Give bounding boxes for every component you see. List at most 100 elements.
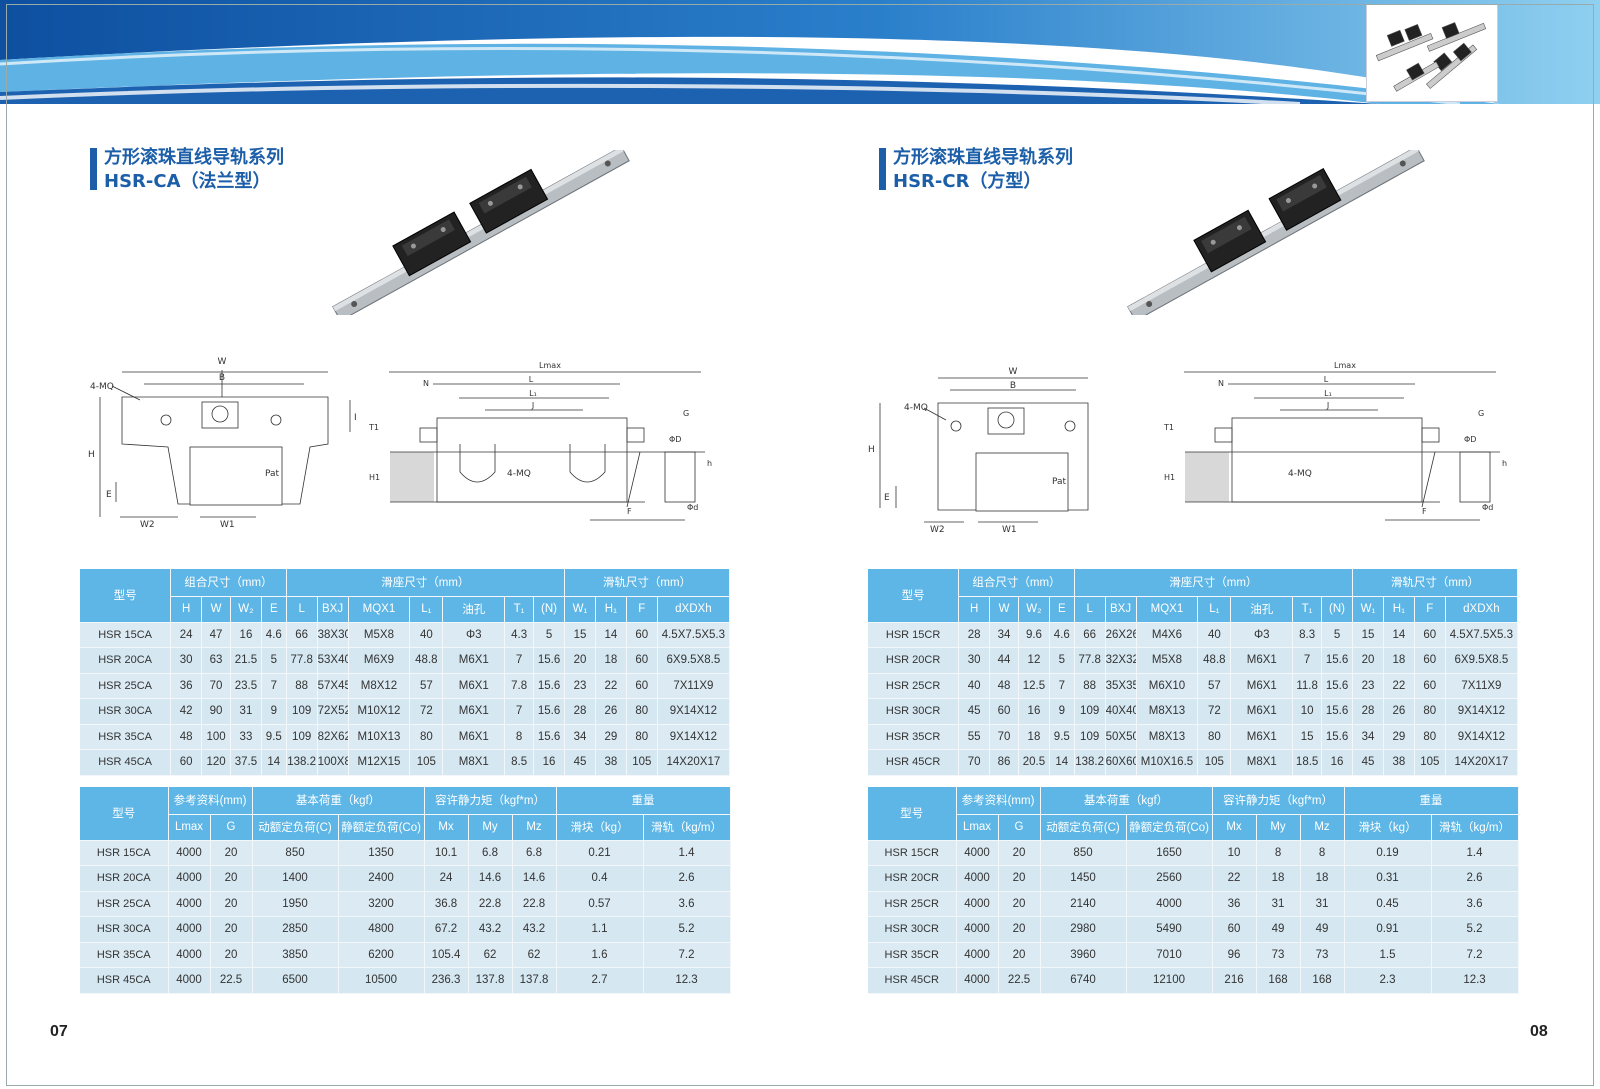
table-cell: M6X10 [1136,673,1199,699]
table-cell: 57 [1197,673,1232,699]
table-cell: 20 [210,891,253,917]
label-4MQ: 4-MQ [507,469,531,479]
dim-W2: W2 [140,520,155,530]
column-header: F [1414,595,1446,623]
dim-W: W [1009,367,1018,377]
table-cell: 23.5 [230,673,262,699]
table-cell: 23 [1352,673,1384,699]
table-cell: M4X6 [1136,622,1199,648]
table-cell: 10 [1292,698,1323,725]
column-header: W₁ [1352,595,1384,623]
column-header: H₁ [595,595,627,623]
model-cell: HSR 25CR [868,891,957,917]
table-cell: 109 [1074,724,1106,750]
right-title-model: HSR-CR（方型） [893,171,1042,192]
right-section-title: 方形滚珠直线导轨系列 HSR-CR（方型） [879,146,1073,194]
group-header: 基本荷重（kgf） [252,787,425,815]
table-cell: 22 [1212,865,1257,892]
table-cell: 62 [512,942,557,968]
right-side-view-drawing: Lmax N L L₁ J G ΦD T1 H1 4-MQ h F Φd [1163,361,1507,521]
table-cell: 40X40 [1105,698,1137,725]
column-header: Lmax [956,813,999,841]
table-cell: 49 [1256,916,1301,943]
model-cell: HSR 25CA [80,891,169,917]
table-cell: 14 [261,749,287,776]
model-header: 型号 [80,569,172,623]
table-cell: 1950 [252,891,339,917]
table-cell: 105 [1414,749,1446,776]
table-cell: 40 [958,673,991,699]
table-cell: 20 [210,865,253,892]
column-header: H [958,595,991,623]
table-cell: 168 [1256,967,1301,994]
table-cell: 10.1 [424,840,469,866]
table-cell: 72X52 [317,698,349,725]
table-cell: 80 [1197,724,1232,750]
table-cell: 7 [1292,647,1323,674]
right-title-cn: 方形滚珠直线导轨系列 [893,147,1073,168]
table-cell: 10500 [338,967,425,994]
table-cell: 5 [261,647,287,674]
table-cell: 4000 [168,840,211,866]
table-cell: 73 [1256,942,1301,968]
table-cell: 26 [1383,698,1415,725]
table-cell: 4000 [168,865,211,892]
column-header: MQX1 [1136,595,1199,623]
dim-H1: H1 [1164,473,1175,482]
table-cell: 34 [1352,724,1384,750]
table-cell: 28 [958,622,991,648]
table-cell: 48.8 [1197,647,1232,674]
table-cell: 88 [1074,673,1106,699]
table-cell: 28 [1352,698,1384,725]
table-cell: 1.4 [643,840,731,866]
table-cell: M6X1 [442,673,506,699]
table-cell: 86 [989,749,1019,776]
group-header: 滑轨尺寸（mm） [564,569,730,597]
header-banner [0,0,1600,104]
table-cell: 2.7 [556,967,644,994]
table-cell: 4000 [168,942,211,968]
label-4MQ: 4-MQ [1288,469,1312,479]
column-header: Mz [512,813,557,841]
model-cell: HSR 30CA [80,916,169,943]
title-accent-bar [879,148,886,190]
table-cell: 5 [1049,647,1075,674]
table-cell: 216 [1212,967,1257,994]
table-cell: 1350 [338,840,425,866]
group-header: 重量 [1344,787,1519,815]
table-cell: M6X1 [442,724,506,750]
model-cell: HSR 15CA [80,840,169,866]
table-cell: 9X14X12 [657,724,731,750]
table-cell: 105.4 [424,942,469,968]
table-cell: 45 [958,698,991,725]
table-cell: 7 [1049,673,1075,699]
table-cell: 16 [1018,698,1050,725]
model-cell: HSR 45CR [868,749,960,776]
column-header: 油孔 [442,595,506,623]
left-side-view-drawing: Lmax N L L₁ J G ΦD T1 H1 4-MQ h F Φd [368,361,712,521]
dim-L: L [1324,375,1329,384]
group-header: 容许静力矩（kgf*m） [1212,787,1345,815]
model-cell: HSR 30CR [868,698,960,725]
column-header: L [286,595,318,623]
table-cell: M8X13 [1136,698,1199,725]
table-cell: 9 [261,698,287,725]
table-cell: 20.5 [1018,749,1050,776]
table-cell: 7.2 [1431,942,1519,968]
table-cell: 5 [1321,622,1353,648]
table-cell: 8 [1256,840,1301,866]
table-cell: 120 [201,749,231,776]
table-cell: 5.2 [1431,916,1519,943]
table-cell: 7 [504,698,535,725]
table-cell: 60 [626,647,658,674]
table-cell: 38 [1383,749,1415,776]
table-cell: 18.5 [1292,749,1323,776]
table-cell: 850 [1040,840,1127,866]
table-cell: 15.6 [533,673,565,699]
table-cell: 4.3 [504,622,535,648]
table-cell: 3960 [1040,942,1127,968]
